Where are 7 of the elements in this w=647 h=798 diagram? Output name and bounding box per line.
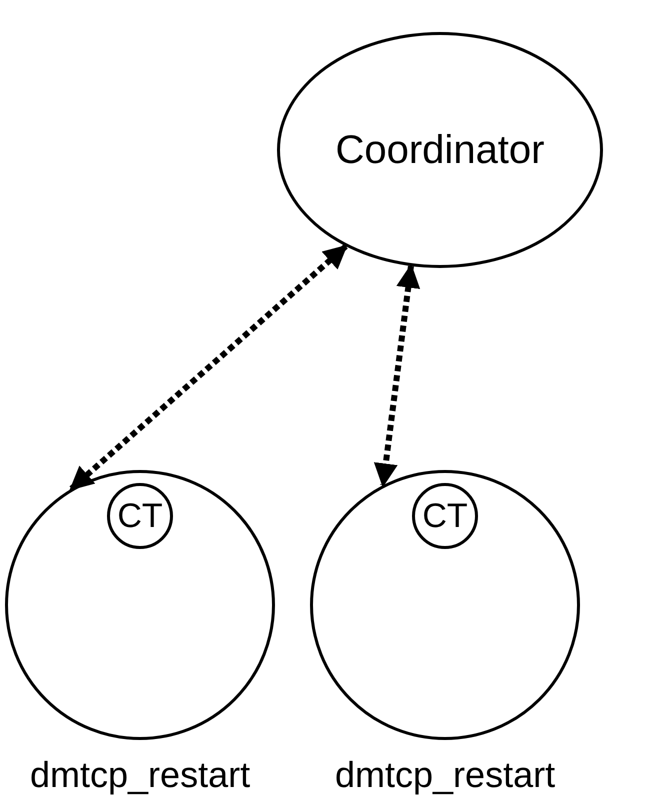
node-label: CT: [422, 496, 468, 536]
arrow: [69, 244, 348, 492]
node-label: CT: [117, 496, 163, 536]
arrow: [374, 264, 420, 488]
node-caption: dmtcp_restart: [335, 754, 556, 796]
node-caption: dmtcp_restart: [30, 754, 250, 796]
node-label: Coordinator: [335, 128, 544, 172]
